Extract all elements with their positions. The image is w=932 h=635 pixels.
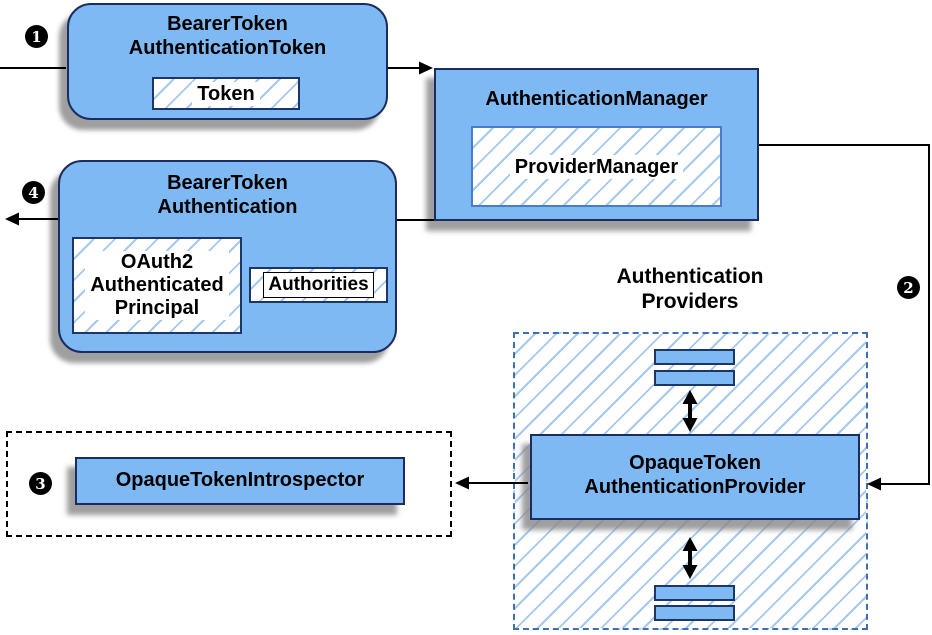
token-box: Token xyxy=(152,77,300,110)
bearer-token-authentication-token-title: BearerToken AuthenticationToken xyxy=(128,13,327,59)
opaque-token-authentication-provider-node: OpaqueToken AuthenticationProvider xyxy=(530,434,860,520)
provider-placeholder-bar xyxy=(654,349,735,365)
opaque-token-authentication-provider-title: OpaqueToken AuthenticationProvider xyxy=(584,452,806,498)
bearer-token-authentication-title: BearerToken Authentication xyxy=(157,172,298,218)
opaque-token-introspector-title: OpaqueTokenIntrospector xyxy=(115,469,365,492)
step-2-badge: 2 xyxy=(897,276,920,299)
step-3-badge: 3 xyxy=(29,472,52,495)
oauth2-authenticated-principal-label: OAuth2 Authenticated Principal xyxy=(85,251,229,320)
authentication-manager-title: AuthenticationManager xyxy=(485,88,708,110)
authorities-box: Authorities xyxy=(249,267,388,303)
opaque-token-introspector-container: OpaqueTokenIntrospector xyxy=(6,431,452,537)
provider-placeholder-bar xyxy=(654,585,735,601)
authentication-providers-container: OpaqueToken AuthenticationProvider xyxy=(513,332,868,630)
arrow-token-to-manager xyxy=(388,61,433,75)
authorities-label: Authorities xyxy=(263,271,374,299)
bearer-token-authentication-node: BearerToken Authentication OAuth2 Authen… xyxy=(58,160,397,353)
bearer-token-authentication-token-node: BearerToken AuthenticationToken Token xyxy=(67,3,388,120)
provider-manager-label: ProviderManager xyxy=(509,154,684,179)
opaque-token-introspector-node: OpaqueTokenIntrospector xyxy=(75,457,405,505)
provider-manager-box: ProviderManager xyxy=(471,126,722,207)
arrow-authentication-out xyxy=(5,212,58,226)
provider-placeholder-bar xyxy=(654,370,735,386)
step-4-badge: 4 xyxy=(22,181,45,204)
step-1-badge: 1 xyxy=(25,25,48,48)
oauth2-authenticated-principal-box: OAuth2 Authenticated Principal xyxy=(72,237,242,334)
token-label: Token xyxy=(192,81,260,106)
authentication-providers-heading: Authentication Providers xyxy=(616,265,764,314)
authentication-manager-node: AuthenticationManager ProviderManager xyxy=(434,68,759,221)
provider-placeholder-bar xyxy=(654,605,735,621)
